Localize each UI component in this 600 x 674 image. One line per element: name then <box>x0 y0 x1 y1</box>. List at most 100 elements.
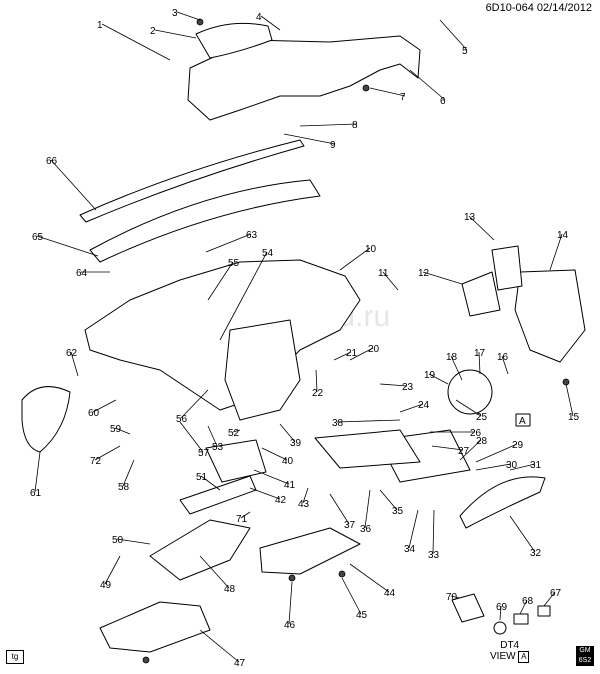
leader-line-12 <box>422 271 463 285</box>
callout-63: 63 <box>246 230 258 241</box>
view-word: VIEW <box>490 651 516 662</box>
leader-line-58 <box>122 459 135 487</box>
knee-trim-51 <box>179 475 257 515</box>
callout-50: 50 <box>112 535 124 546</box>
leader-line-71 <box>240 511 251 519</box>
leader-line-35 <box>379 489 398 511</box>
callout-70: 70 <box>446 592 458 603</box>
callout-3: 3 <box>172 8 178 19</box>
callout-8: 8 <box>352 120 358 131</box>
callout-42: 42 <box>275 495 287 506</box>
leader-line-68 <box>519 599 528 615</box>
callout-5: 5 <box>462 46 468 57</box>
callout-19: 19 <box>424 370 436 381</box>
leader-line-5 <box>439 19 468 51</box>
leader-line-23 <box>379 383 408 387</box>
callout-26: 26 <box>470 428 482 439</box>
callout-39: 39 <box>290 438 302 449</box>
callout-24: 24 <box>418 400 430 411</box>
callout-56: 56 <box>176 414 188 425</box>
leader-line-6 <box>409 69 446 101</box>
leader-line-16 <box>501 355 509 375</box>
view-label: DT4 VIEW A <box>490 640 530 663</box>
leader-line-61 <box>34 451 41 493</box>
callout-23: 23 <box>402 382 414 393</box>
callout-62: 62 <box>66 348 78 359</box>
leader-line-1 <box>101 23 171 61</box>
callout-13: 13 <box>464 212 476 223</box>
leader-line-36 <box>364 489 371 529</box>
defrost-duct <box>89 179 321 263</box>
callout-58: 58 <box>118 482 130 493</box>
leader-line-37 <box>329 493 350 525</box>
callout-31: 31 <box>530 460 542 471</box>
callout-16: 16 <box>497 352 509 363</box>
callout-22: 22 <box>312 388 324 399</box>
leader-line-27 <box>431 445 464 451</box>
callout-32: 32 <box>530 548 542 559</box>
leader-line-47 <box>199 629 240 663</box>
view-id: DT4 <box>500 640 520 651</box>
leader-line-30 <box>475 463 512 471</box>
lower-trim-panel-48 <box>149 519 251 581</box>
leader-line-56 <box>180 389 209 419</box>
leader-line-41 <box>253 469 290 485</box>
callout-10: 10 <box>365 244 377 255</box>
callout-4: 4 <box>256 12 262 23</box>
leader-line-40 <box>261 447 288 461</box>
leader-line-28 <box>459 439 482 461</box>
callout-48: 48 <box>224 584 236 595</box>
callout-2: 2 <box>150 26 156 37</box>
callout-60: 60 <box>88 408 100 419</box>
callout-36: 36 <box>360 524 372 535</box>
leader-line-52 <box>232 429 241 433</box>
callout-33: 33 <box>428 550 440 561</box>
leader-line-54 <box>219 251 268 341</box>
leader-line-55 <box>207 261 234 301</box>
leader-line-43 <box>302 487 309 504</box>
leader-line-20 <box>349 347 374 361</box>
switch-bezel-41 <box>205 439 267 483</box>
lower-panel-44 <box>259 527 361 575</box>
leader-line-48 <box>199 555 230 589</box>
leader-line-39 <box>279 423 296 443</box>
end-panel <box>21 386 71 453</box>
callout-11: 11 <box>378 268 389 279</box>
callout-7: 7 <box>400 92 406 103</box>
view-letter: A <box>518 651 530 663</box>
leader-line-49 <box>104 555 121 585</box>
center-vent-right <box>491 245 523 291</box>
callout-41: 41 <box>284 480 296 491</box>
leader-line-3 <box>176 11 201 21</box>
leader-line-7 <box>369 87 406 97</box>
dt4-part-68 <box>513 613 529 625</box>
callout-57: 57 <box>198 448 210 459</box>
leader-line-42 <box>249 487 281 500</box>
leader-line-46 <box>288 581 293 625</box>
leader-line-4 <box>260 15 281 31</box>
dt4-part-67 <box>537 605 551 617</box>
callout-45: 45 <box>356 610 368 621</box>
callout-35: 35 <box>392 506 404 517</box>
callout-69: 69 <box>496 602 508 613</box>
callout-43: 43 <box>298 499 310 510</box>
leader-line-38 <box>336 419 401 423</box>
leader-line-22 <box>315 369 318 393</box>
callout-21: 21 <box>346 348 358 359</box>
callout-64: 64 <box>76 268 88 279</box>
leader-line-13 <box>468 215 495 241</box>
callout-54: 54 <box>262 248 274 259</box>
callout-71: 71 <box>236 514 248 525</box>
callout-6: 6 <box>440 96 446 107</box>
view-a-detail <box>447 369 493 415</box>
leader-line-14 <box>549 233 563 271</box>
gm-logo: GM 6S2 <box>576 646 594 666</box>
fastener-3 <box>196 18 204 26</box>
leader-line-67 <box>543 591 556 607</box>
callout-9: 9 <box>330 140 336 151</box>
callout-67: 67 <box>550 588 562 599</box>
callout-52: 52 <box>228 428 240 439</box>
knee-bolster <box>314 429 421 469</box>
callout-66: 66 <box>46 156 58 167</box>
